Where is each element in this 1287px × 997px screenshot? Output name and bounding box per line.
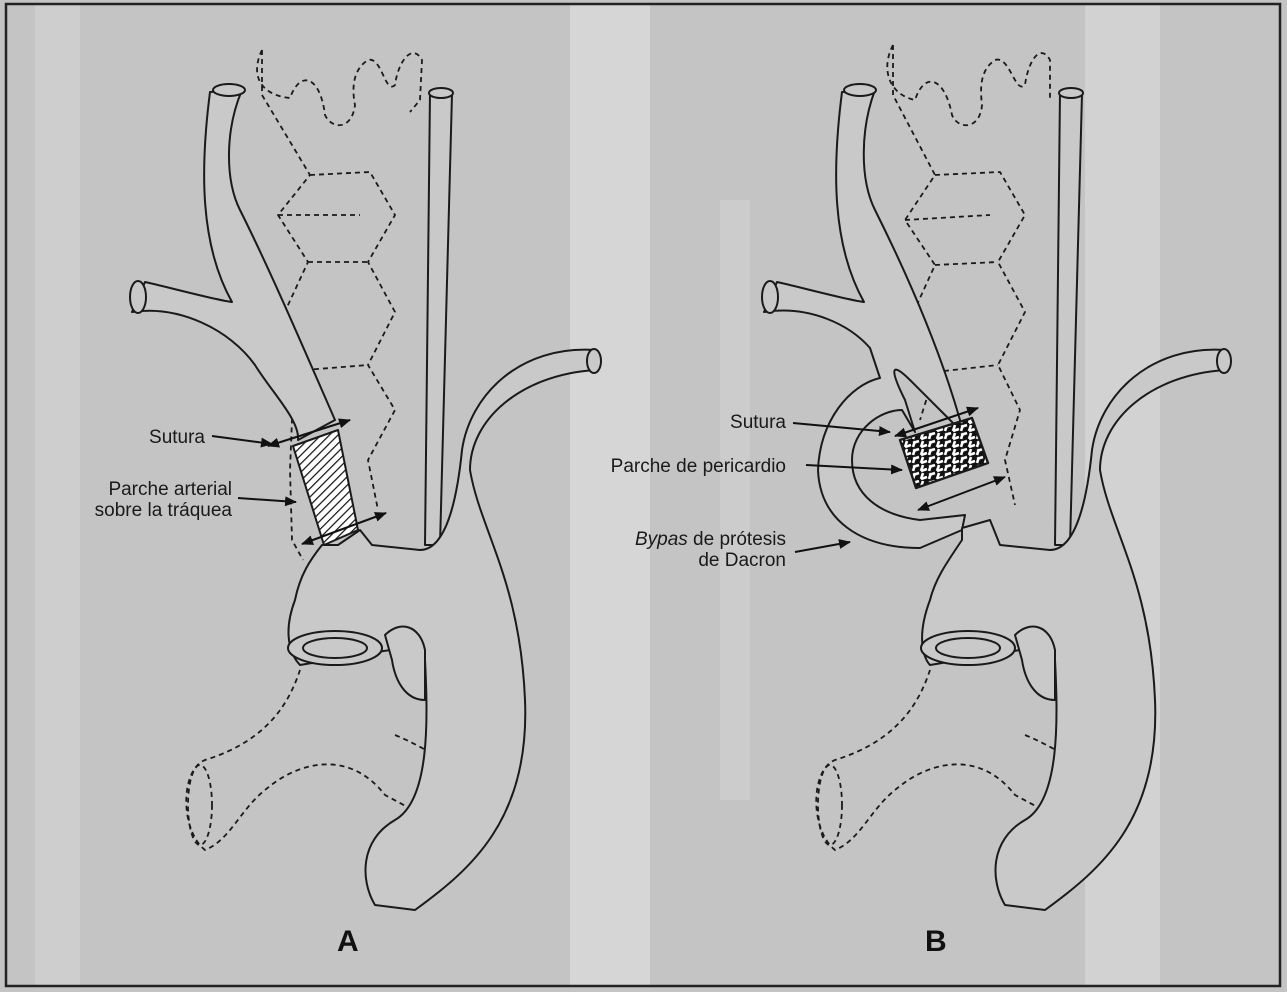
panel-b-label-bypass-line2: de Dacron xyxy=(560,550,786,572)
panel-a-label-sutura: Sutura xyxy=(100,427,205,449)
panel-b-letter: B xyxy=(925,925,947,959)
panel-a-label-parche-line2: sobre la tráquea xyxy=(40,500,232,522)
panel-b-label-bypass-line1: Bypas de prótesis xyxy=(560,529,786,551)
panel-b-label-bypass-italic: Bypas xyxy=(635,529,688,550)
panel-b-label-bypass-rest: de prótesis xyxy=(688,529,786,550)
panel-b-label-sutura: Sutura xyxy=(690,412,786,434)
panel-b-label-pericardio: Parche de pericardio xyxy=(560,456,786,478)
panel-a-letter: A xyxy=(337,925,359,959)
panel-a-label-parche-line1: Parche arterial xyxy=(40,479,232,501)
